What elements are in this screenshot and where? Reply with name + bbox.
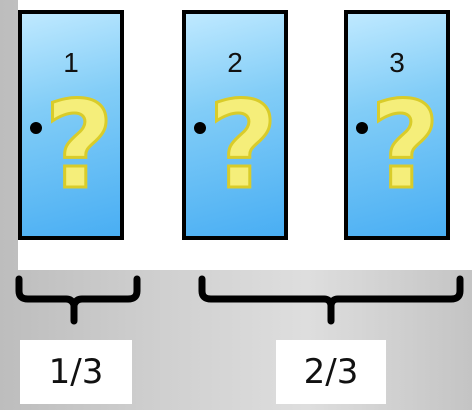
door-1: 1 ? [18,10,124,240]
svg-text:?: ? [208,79,278,199]
door-2: 2 ? [182,10,288,240]
question-mark-icon: ? [370,79,440,199]
door-number: 1 [63,47,79,78]
door-3: 3 ? [344,10,450,240]
brace-doors-2-3 [198,275,464,325]
question-mark-icon: ? [208,79,278,199]
doors-panel: 1 ? 2 ? 3 ? [18,0,472,270]
door-number: 2 [227,47,243,78]
door-knob [356,122,368,134]
brace-door-1 [15,275,141,325]
probability-label-door-1: 1/3 [20,340,132,404]
question-mark-icon: ? [44,79,114,199]
door-number: 3 [389,47,405,78]
door-knob [30,122,42,134]
probability-label-doors-2-3: 2/3 [276,340,386,404]
door-knob [194,122,206,134]
svg-text:?: ? [370,79,440,199]
svg-text:?: ? [44,79,114,199]
